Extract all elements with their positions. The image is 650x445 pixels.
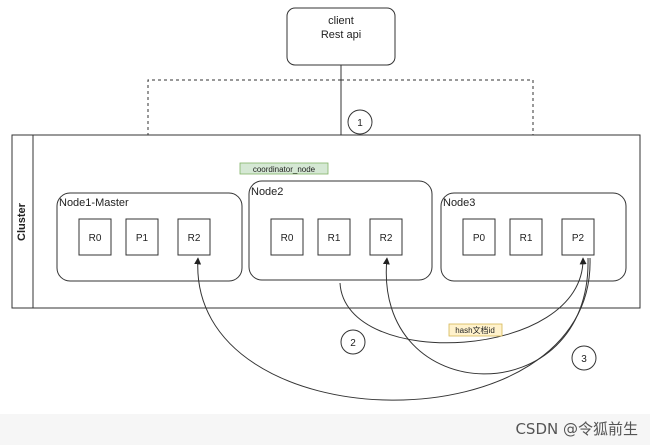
shard-box: P0 <box>462 218 496 256</box>
shard-box: R2 <box>177 218 211 256</box>
architecture-diagram: client Rest api 1 Cluster coordinator_no… <box>11 7 641 401</box>
node-1: Node1-Master R0 P1 R2 <box>56 192 243 282</box>
svg-text:1: 1 <box>357 118 363 129</box>
hash-tag: hash文档id <box>448 323 503 337</box>
hash-route-curve <box>339 257 587 344</box>
shard-box: R2 <box>369 218 403 256</box>
shard-box: P1 <box>125 218 159 256</box>
client-box: client Rest api <box>286 7 396 66</box>
svg-text:R0: R0 <box>281 233 294 244</box>
svg-text:P0: P0 <box>473 233 486 244</box>
client-label: client <box>328 15 354 27</box>
svg-text:R0: R0 <box>89 233 102 244</box>
svg-text:P1: P1 <box>136 233 149 244</box>
shard-box: R1 <box>317 218 351 256</box>
routing-curves <box>194 257 591 401</box>
shard-box: P2 <box>561 218 595 256</box>
replica-curve-node1 <box>194 257 591 401</box>
node-3-title: Node3 <box>443 197 475 209</box>
shard-box: R0 <box>78 218 112 256</box>
svg-text:coordinator_node: coordinator_node <box>253 165 316 174</box>
svg-text:2: 2 <box>350 338 356 349</box>
step-2-marker: 2 <box>340 329 366 355</box>
node-2-title: Node2 <box>251 186 283 198</box>
svg-text:3: 3 <box>581 354 587 365</box>
shard-box: R0 <box>270 218 304 256</box>
node-2: Node2 R0 R1 R2 <box>248 180 433 281</box>
node-1-title: Node1-Master <box>59 197 129 209</box>
cluster-label: Cluster <box>16 202 28 241</box>
svg-text:R1: R1 <box>328 233 341 244</box>
svg-text:hash文档id: hash文档id <box>455 325 495 335</box>
svg-text:R1: R1 <box>520 233 533 244</box>
coordinator-tag: coordinator_node <box>239 162 329 175</box>
shard-box: R1 <box>509 218 543 256</box>
svg-text:R2: R2 <box>188 233 201 244</box>
client-sublabel: Rest api <box>321 29 361 41</box>
step-3-marker: 3 <box>571 345 597 371</box>
step-1-marker: 1 <box>347 109 373 135</box>
svg-text:R2: R2 <box>380 233 393 244</box>
node-3: Node3 P0 R1 P2 <box>440 192 627 282</box>
svg-text:P2: P2 <box>572 233 585 244</box>
csdn-watermark: CSDN @令狐前生 <box>515 420 638 438</box>
footer-bar <box>0 414 650 445</box>
